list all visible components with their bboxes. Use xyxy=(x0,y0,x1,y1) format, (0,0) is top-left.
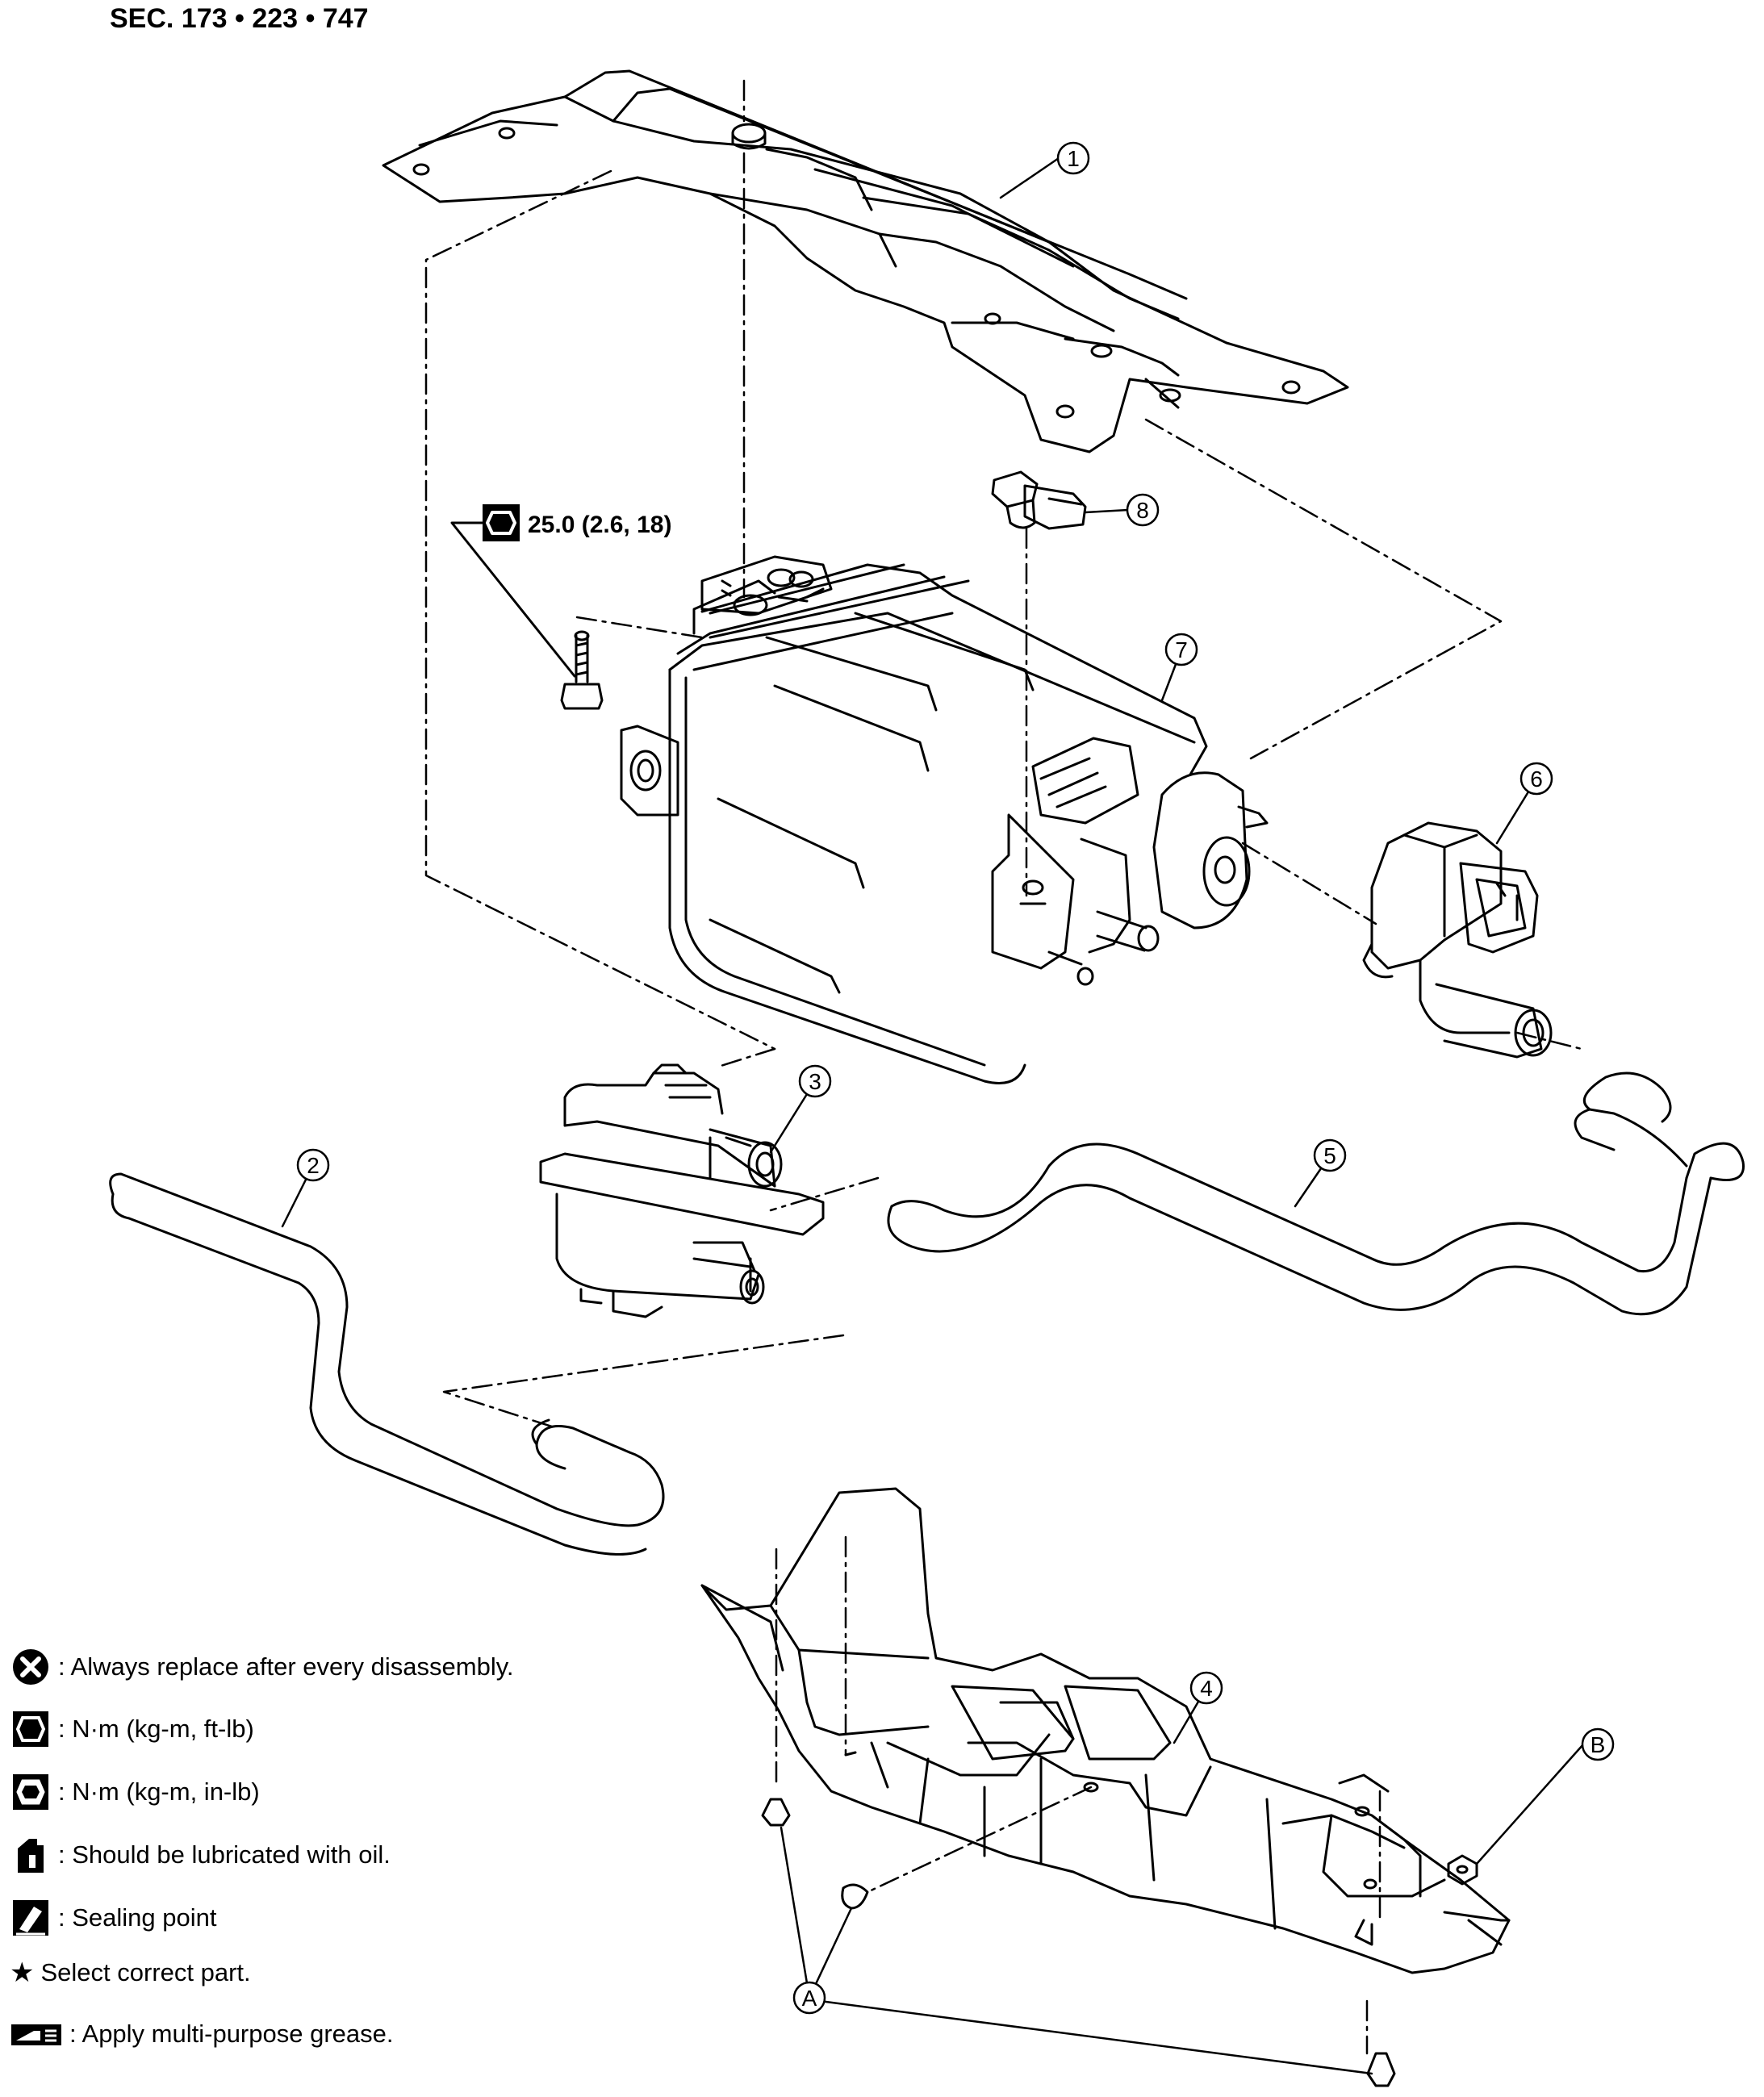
svg-text:8: 8 xyxy=(1136,498,1149,523)
part-6-vent-valve xyxy=(1362,821,1553,1059)
callout-8: 8 xyxy=(1126,493,1160,527)
legend-text: : Apply multi-purpose grease. xyxy=(69,2020,394,2048)
callout-4: 4 xyxy=(1189,1671,1223,1705)
callout-circles: 1 2 3 4 5 6 7 8 A B xyxy=(296,141,1615,2015)
legend-item-sealing: : Sealing point xyxy=(10,1897,216,1939)
part-2-hose xyxy=(109,1172,665,1556)
callout-6: 6 xyxy=(1519,762,1553,796)
part-5-hose xyxy=(887,1071,1745,1316)
svg-text:7: 7 xyxy=(1175,637,1188,662)
legend-item-oil: : Should be lubricated with oil. xyxy=(10,1834,391,1876)
legend-item-select-part: ★ Select correct part. xyxy=(10,1958,251,1987)
svg-text:5: 5 xyxy=(1323,1143,1336,1168)
callout-b: B xyxy=(1581,1727,1615,1761)
callout-7: 7 xyxy=(1164,633,1198,666)
torque-inlb-icon xyxy=(10,1771,52,1813)
svg-text:3: 3 xyxy=(809,1069,821,1094)
canister-bolt xyxy=(560,630,604,710)
callout-5: 5 xyxy=(1313,1138,1347,1172)
part-3-drain-filter xyxy=(539,1063,825,1318)
legend-text: Select correct part. xyxy=(40,1958,251,1986)
legend-text: : N·m (kg-m, ft-lb) xyxy=(58,1715,254,1743)
svg-text:2: 2 xyxy=(307,1153,320,1178)
part-1-bracket xyxy=(382,69,1349,453)
legend-item-replace: : Always replace after every disassembly… xyxy=(10,1646,514,1688)
legend-item-torque-inlb: : N·m (kg-m, in-lb) xyxy=(10,1771,260,1813)
legend-item-grease: : Apply multi-purpose grease. xyxy=(10,2013,394,2055)
callout-1: 1 xyxy=(1056,141,1090,175)
svg-text:1: 1 xyxy=(1067,146,1080,171)
legend-text: : Sealing point xyxy=(58,1903,217,1932)
svg-text:B: B xyxy=(1591,1732,1606,1757)
legend-text: : Should be lubricated with oil. xyxy=(58,1840,391,1869)
section-header: SEC. 173 • 223 • 747 xyxy=(110,3,369,34)
part-8-sensor xyxy=(991,470,1087,530)
nut-b xyxy=(1447,1854,1478,1886)
star-icon: ★ xyxy=(10,1957,35,1988)
callout-a: A xyxy=(792,1981,826,2015)
svg-text:A: A xyxy=(802,1986,817,2011)
part-7-canister xyxy=(620,555,1269,1084)
grease-icon xyxy=(10,2013,63,2055)
svg-text:4: 4 xyxy=(1200,1676,1213,1701)
svg-text:6: 6 xyxy=(1530,767,1543,792)
legend-item-torque-ftlb: : N·m (kg-m, ft-lb) xyxy=(10,1708,254,1750)
legend-text: : Always replace after every disassembly… xyxy=(58,1652,514,1681)
replace-x-icon xyxy=(10,1646,52,1688)
legend-text: : N·m (kg-m, in-lb) xyxy=(58,1777,260,1806)
symbol-legend: : Always replace after every disassembly… xyxy=(0,1626,557,2048)
torque-ftlb-icon xyxy=(10,1708,52,1750)
callout-2: 2 xyxy=(296,1148,330,1182)
part-4-protector xyxy=(700,1487,1511,1974)
sealant-icon xyxy=(10,1897,52,1939)
leader-dashes xyxy=(424,79,1583,2055)
oil-can-icon xyxy=(10,1834,52,1876)
torque-value: 25.0 (2.6, 18) xyxy=(528,512,671,538)
torque-callout: 25.0 (2.6, 18) xyxy=(450,504,671,678)
callout-3: 3 xyxy=(798,1064,832,1098)
